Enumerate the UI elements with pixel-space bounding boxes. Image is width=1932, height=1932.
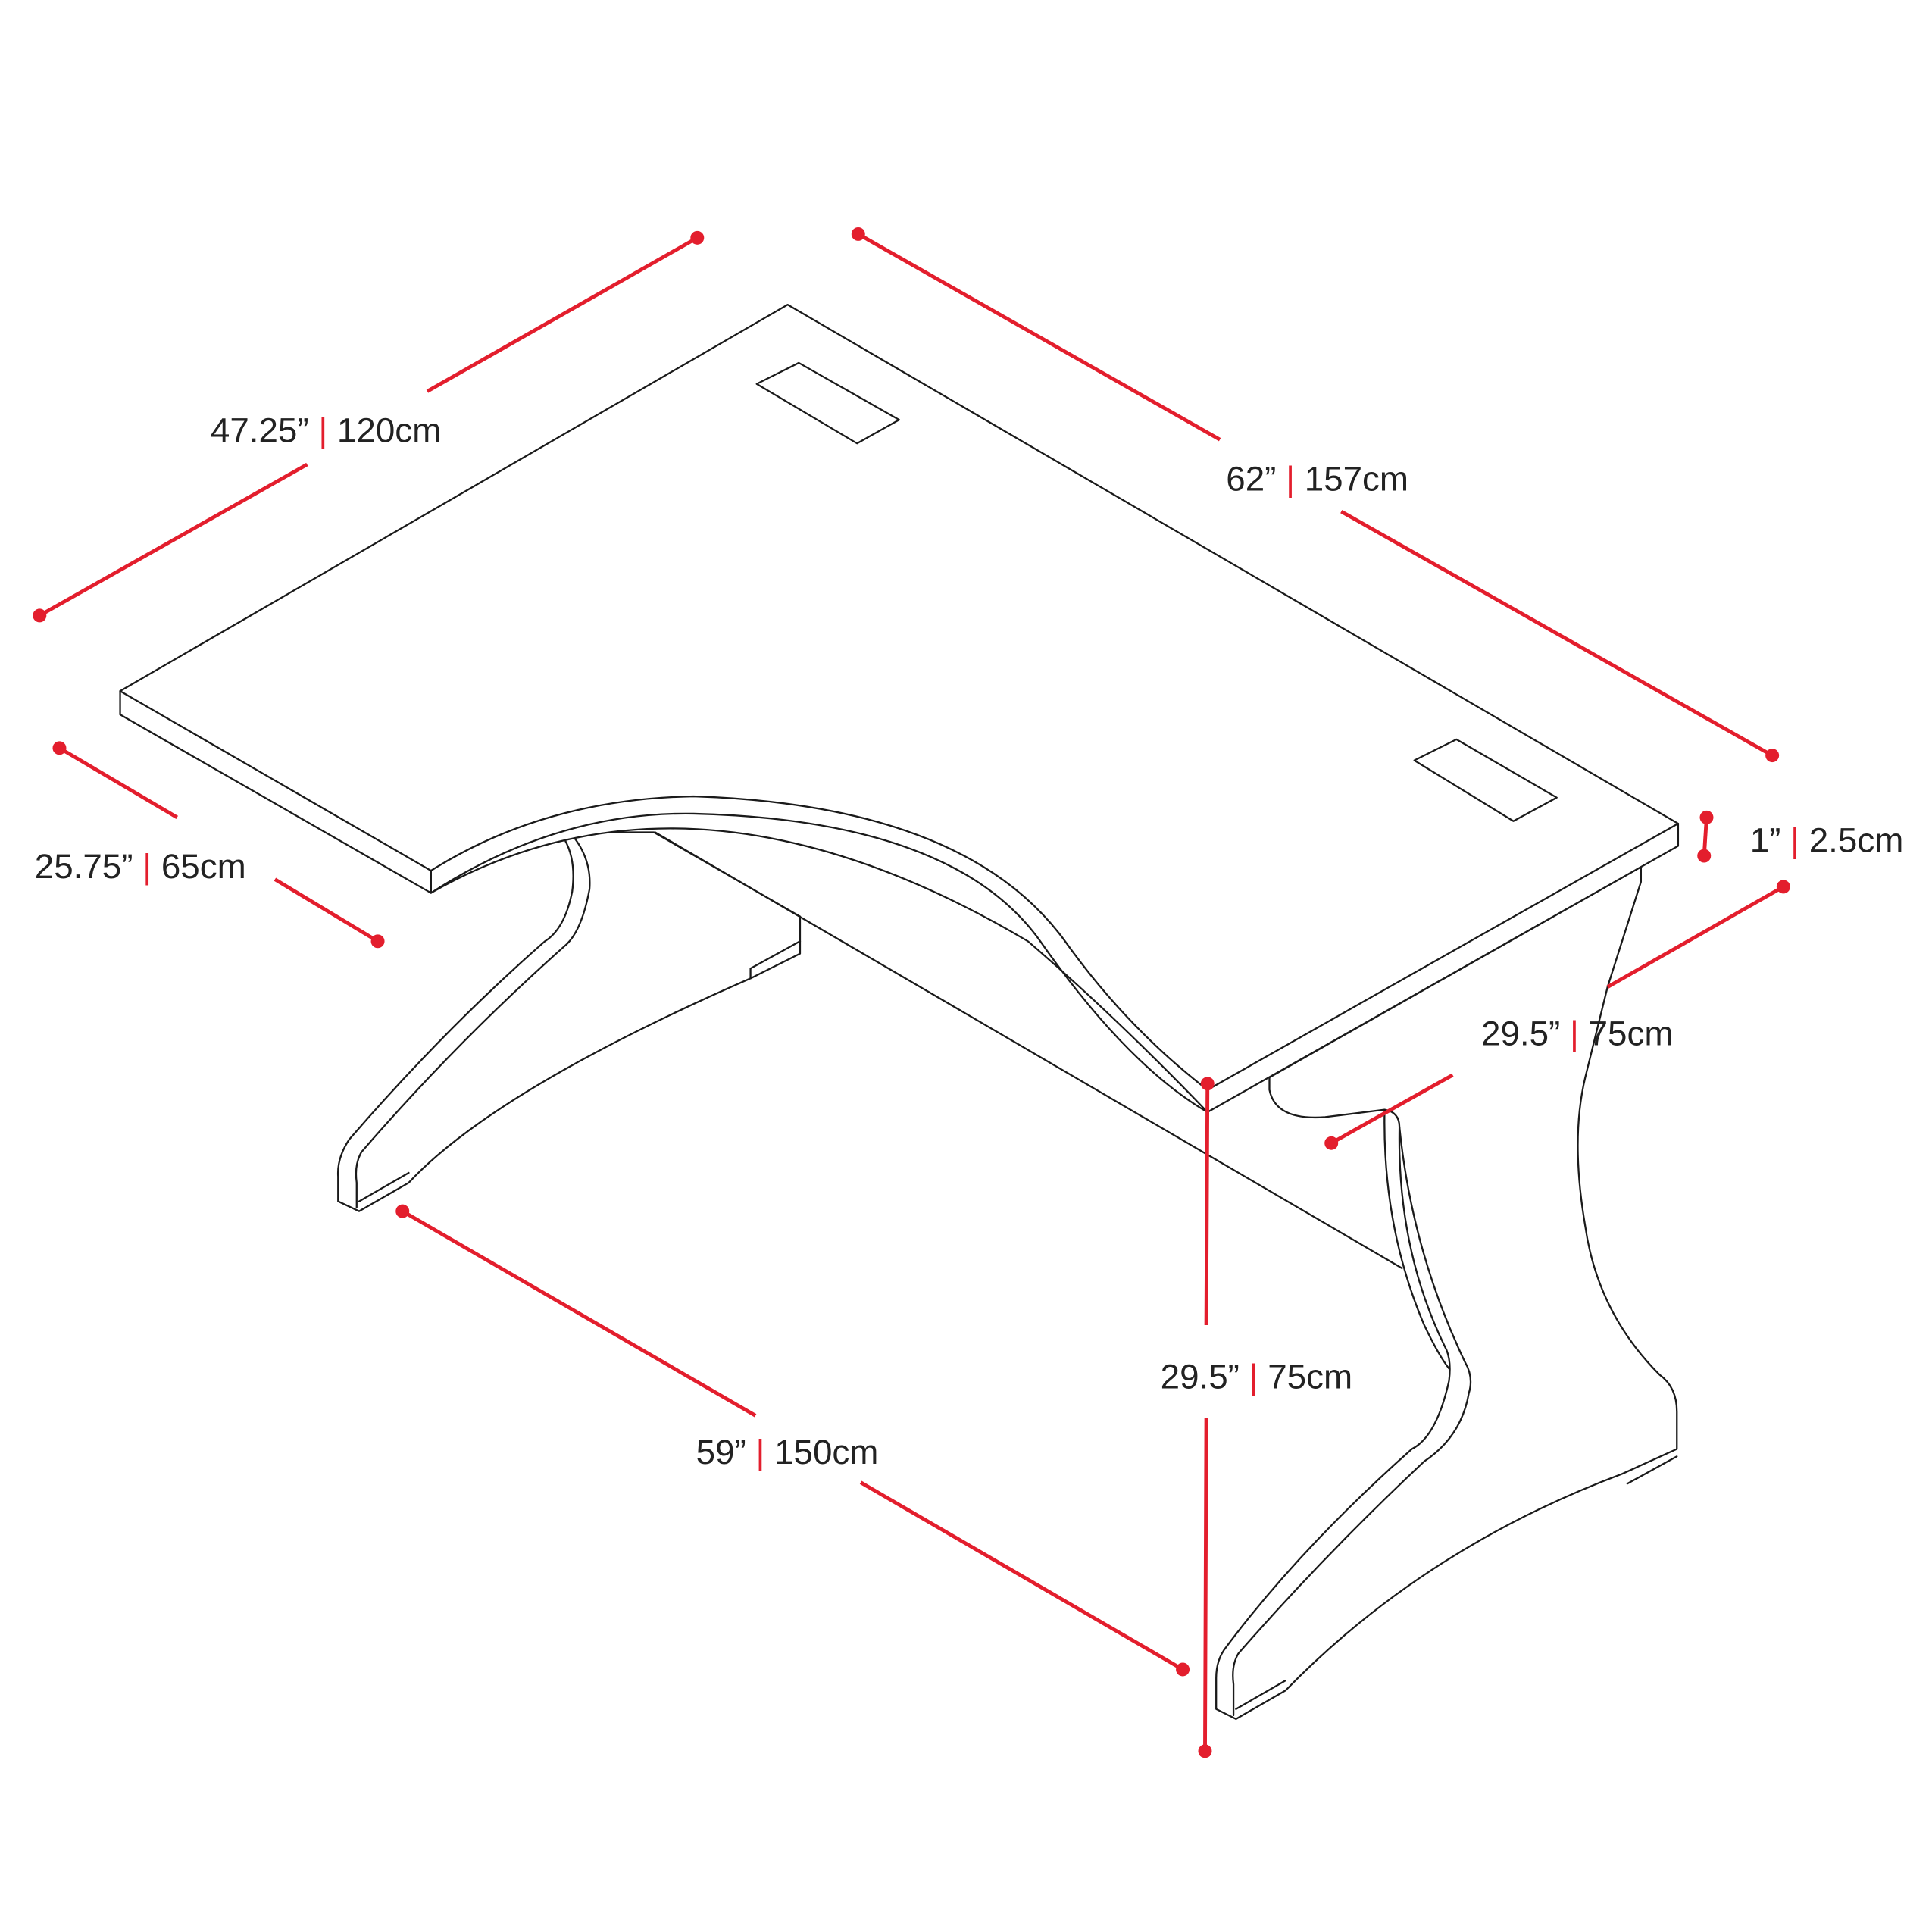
dimension-lines xyxy=(33,227,1790,1758)
cable-grommet-right xyxy=(1413,738,1558,822)
label-width-top: 62” | 157cm xyxy=(1226,459,1408,498)
label-side-depth: 29.5” | 75cm xyxy=(1481,1014,1673,1053)
cable-grommet-left xyxy=(755,361,900,445)
desk-legs xyxy=(336,831,1678,1720)
label-top-thickness: 1” | 2.5cm xyxy=(1750,821,1904,860)
label-wing-depth: 25.75” | 65cm xyxy=(35,847,246,886)
right-leg xyxy=(1215,866,1678,1720)
desk-top xyxy=(119,303,1680,1114)
desk-top-surface xyxy=(119,303,1680,1091)
label-height: 29.5” | 75cm xyxy=(1161,1357,1352,1396)
label-leg-span: 59” | 150cm xyxy=(696,1433,879,1471)
left-leg xyxy=(336,831,802,1212)
label-depth-left: 47.25” | 120cm xyxy=(211,411,441,450)
